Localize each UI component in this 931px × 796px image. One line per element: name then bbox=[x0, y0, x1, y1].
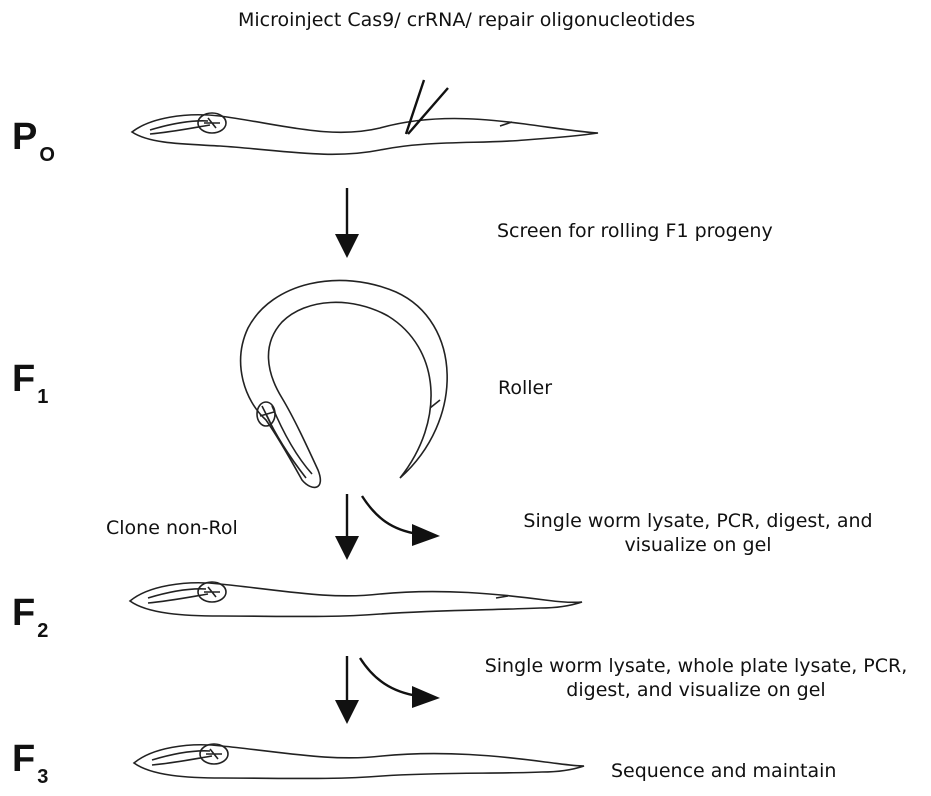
branch-arrow-f2-assay-icon bbox=[360, 658, 418, 696]
down-arrows bbox=[335, 188, 359, 724]
branch-arrow-f1-assay-icon bbox=[362, 496, 418, 534]
f1-roller-worm-icon bbox=[241, 280, 448, 487]
p0-worm-icon bbox=[132, 113, 598, 154]
f2-worm-icon bbox=[130, 582, 582, 617]
injection-needle-icon bbox=[406, 80, 448, 134]
f3-worm-icon bbox=[134, 744, 584, 779]
branch-arrows bbox=[360, 496, 440, 708]
